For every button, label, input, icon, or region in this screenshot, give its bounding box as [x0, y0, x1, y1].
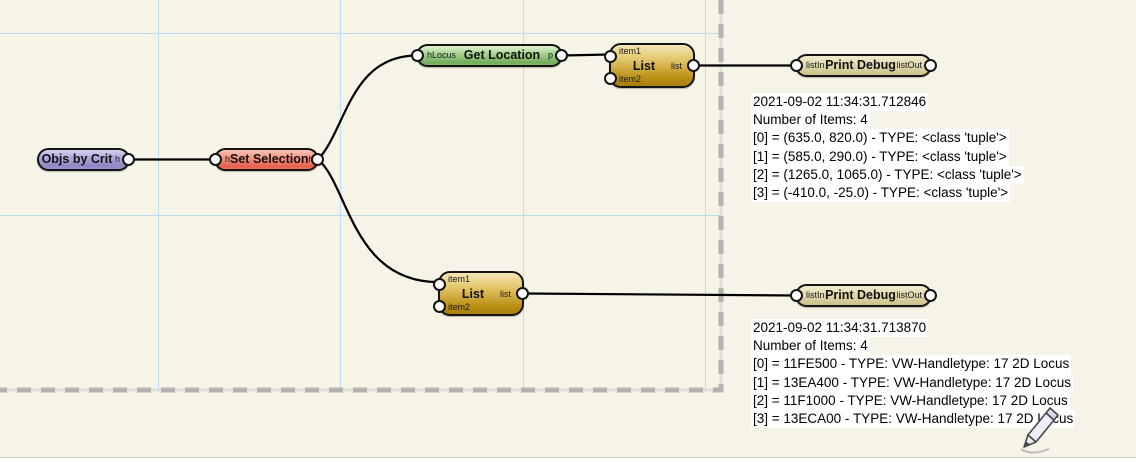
output-port[interactable]	[924, 59, 937, 72]
input-port-label: listIn	[806, 60, 825, 70]
input-port[interactable]	[411, 49, 424, 62]
output-port-label: h	[114, 154, 120, 164]
input-port-label: hLocus	[427, 50, 457, 60]
debug-timestamp: 2021-09-02 11:34:31.712846	[751, 93, 929, 112]
input-port[interactable]	[209, 153, 222, 166]
output-port-label: p	[547, 50, 553, 60]
node-title: List	[461, 286, 485, 301]
input-labels: item1 item2	[448, 275, 470, 312]
debug-item: [2] = 11F1000 - TYPE: VW-Handletype: 17 …	[751, 391, 1070, 411]
input-port-label: item1	[619, 46, 642, 56]
debug-item: [1] = (585.0, 290.0) - TYPE: <class 'tup…	[751, 147, 1009, 166]
input-port-label: item2	[619, 74, 642, 84]
wire-setselection-to-list2[interactable]	[316, 158, 440, 284]
node-title: Get Location	[463, 48, 541, 63]
debug-timestamp: 2021-09-02 11:34:31.713870	[751, 319, 929, 338]
debug-output-2: 2021-09-02 11:34:31.713870 Number of Ite…	[751, 319, 1076, 429]
debug-item: [0] = 11FE500 - TYPE: VW-Handletype: 17 …	[751, 355, 1072, 374]
debug-count: Number of Items: 4	[751, 111, 870, 130]
input-port-label: h	[225, 154, 231, 164]
node-objs-by-crit[interactable]: Objs by Crit h	[37, 148, 135, 171]
input-port-item1[interactable]	[433, 277, 446, 291]
debug-item: [0] = (635.0, 820.0) - TYPE: <class 'tup…	[751, 129, 1009, 148]
debug-output-1: 2021-09-02 11:34:31.712846 Number of Ite…	[751, 93, 1024, 203]
node-title: Set Selection	[230, 152, 309, 167]
wire-getlocation-to-list1[interactable]	[560, 53, 611, 57]
debug-item: [3] = 13ECA00 - TYPE: VW-Handletype: 17 …	[751, 410, 1076, 429]
node-list-1[interactable]: item1 item2 List list	[604, 43, 700, 88]
output-port[interactable]	[122, 153, 135, 166]
node-print-debug-2[interactable]: listIn Print Debug listOut	[790, 284, 937, 307]
node-title: Print Debug	[825, 58, 896, 73]
output-port[interactable]	[924, 289, 937, 302]
node-print-debug-1[interactable]: listIn Print Debug listOut	[790, 54, 937, 77]
node-title: Print Debug	[825, 288, 896, 303]
window-bottom-edge	[0, 457, 1136, 462]
input-labels: item1 item2	[619, 47, 641, 84]
input-port-item2[interactable]	[433, 299, 446, 313]
node-title: Objs by Crit	[41, 152, 113, 167]
debug-item: [3] = (-410.0, -25.0) - TYPE: <class 'tu…	[751, 184, 1011, 203]
input-port-label: listIn	[806, 290, 825, 300]
input-port-item2[interactable]	[604, 71, 617, 85]
input-port[interactable]	[790, 289, 803, 302]
wire-setselection-to-getlocation[interactable]	[316, 54, 419, 161]
debug-item: [1] = 13EA400 - TYPE: VW-Handletype: 17 …	[751, 373, 1074, 392]
output-port-label: listOut	[896, 290, 922, 300]
page-boundary-dashed	[0, 0, 724, 393]
node-get-location[interactable]: hLocus Get Location p	[411, 44, 568, 67]
node-list-2[interactable]: item1 item2 List list	[433, 271, 529, 316]
output-port-label: list	[671, 60, 682, 71]
debug-count: Number of Items: 4	[751, 337, 870, 356]
output-port-label: listOut	[896, 60, 922, 70]
wire-list2-to-printdebug2[interactable]	[522, 292, 798, 297]
output-port[interactable]	[311, 153, 324, 166]
output-port[interactable]	[687, 59, 700, 72]
debug-item: [2] = (1265.0, 1065.0) - TYPE: <class 't…	[751, 165, 1024, 185]
node-set-selection[interactable]: h Set Selection h	[209, 148, 324, 171]
pencil-cursor-icon	[1020, 407, 1059, 454]
output-port-label: list	[500, 288, 511, 299]
input-port-label: item2	[448, 302, 471, 312]
output-port[interactable]	[555, 49, 568, 62]
output-port[interactable]	[516, 287, 529, 300]
input-port-label: item1	[448, 274, 471, 284]
input-port-item1[interactable]	[604, 49, 617, 63]
node-title: List	[632, 58, 656, 73]
input-port[interactable]	[790, 59, 803, 72]
